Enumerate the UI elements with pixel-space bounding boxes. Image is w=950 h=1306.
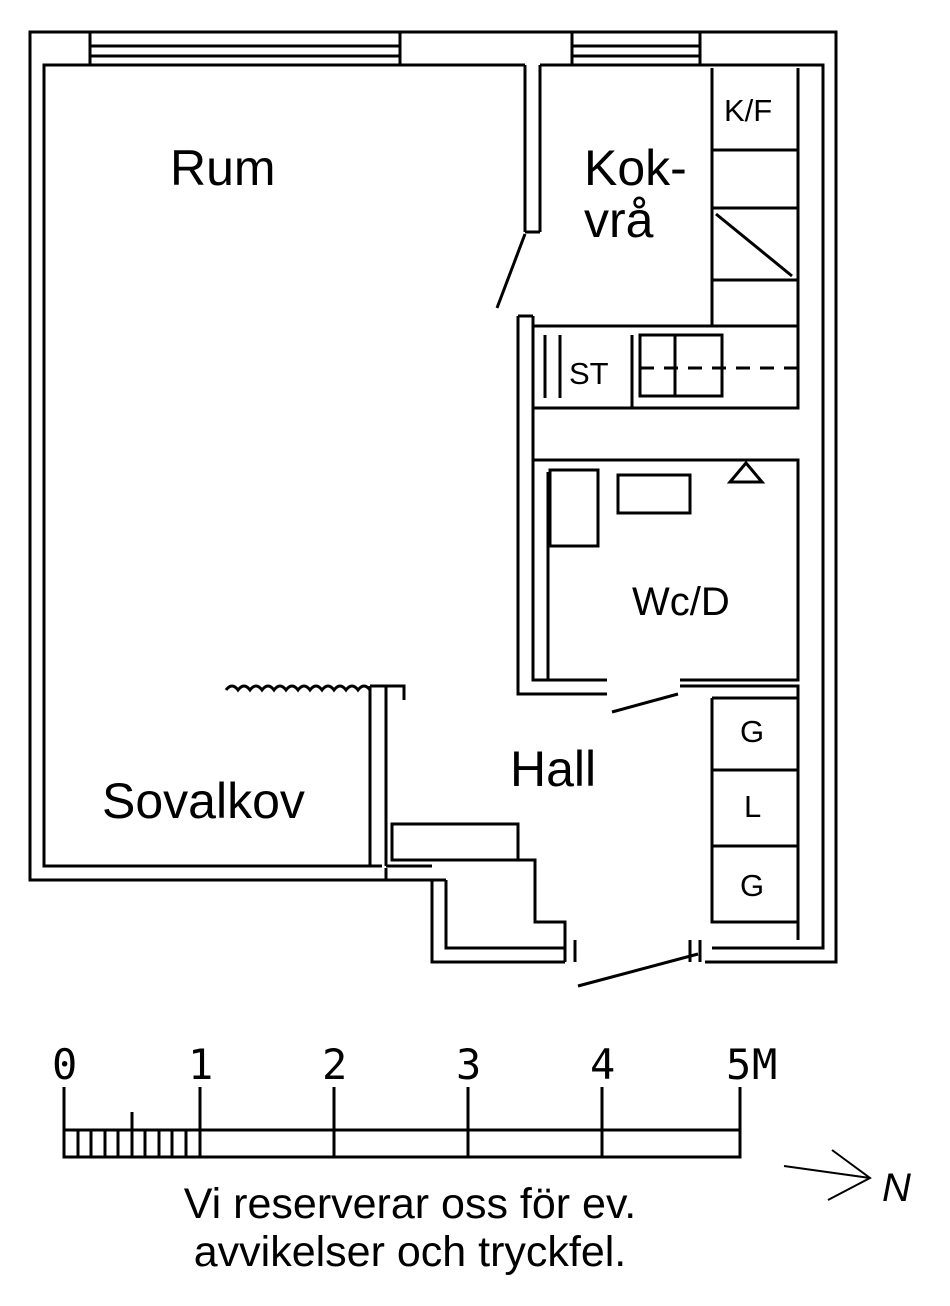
door-wc [611, 692, 679, 714]
hall-bench [390, 822, 520, 862]
room-label-kokvra-1: Kok- [584, 140, 687, 196]
door-entry [577, 952, 699, 988]
disclaimer-line-2: avvikelser och tryckfel. [193, 1228, 627, 1276]
wc-basin [548, 468, 600, 548]
door-kok [495, 233, 527, 309]
scale-unit: M [752, 1040, 778, 1089]
wc-toilet [616, 473, 692, 515]
scale-tick-4: 4 [590, 1040, 616, 1089]
room-label-sovalkov: Sovalkov [102, 773, 305, 829]
wall-hall-right [680, 684, 800, 940]
room-label-kf: K/F [724, 93, 773, 128]
scale-bar [62, 1087, 742, 1159]
scale-tick-3: 3 [456, 1040, 482, 1089]
north-arrow-icon [783, 1149, 872, 1201]
closet-label-g1: G [740, 714, 765, 749]
wall-rum-kok [523, 65, 542, 234]
scale-tick-2: 2 [322, 1040, 348, 1089]
kitchen-column [710, 68, 800, 326]
wall-alcove [368, 684, 406, 866]
room-label-wcd: Wc/D [632, 580, 730, 624]
drain-triangle [726, 460, 766, 484]
room-label-hall: Hall [510, 741, 597, 797]
window-rum [88, 30, 402, 67]
wc-room [533, 458, 800, 682]
room-label-st: ST [569, 356, 609, 391]
window-kok [570, 30, 702, 67]
curtain-rail [224, 684, 372, 693]
outer-wall-inner [42, 63, 825, 950]
scale-tick-0: 0 [52, 1040, 78, 1089]
closet-label-l: L [744, 789, 762, 824]
scale-tick-5: 5 [726, 1040, 752, 1089]
closet-label-g2: G [740, 868, 765, 903]
wall-rum-hall [516, 314, 607, 696]
scale-tick-1: 1 [188, 1040, 214, 1089]
north-label: N [882, 1166, 911, 1210]
outer-wall-outer [28, 30, 838, 964]
disclaimer-line-1: Vi reserverar oss för ev. [183, 1180, 637, 1228]
hall-steps [384, 826, 567, 950]
room-label-kokvra-2: vrå [584, 192, 654, 248]
room-label-rum: Rum [170, 140, 276, 196]
